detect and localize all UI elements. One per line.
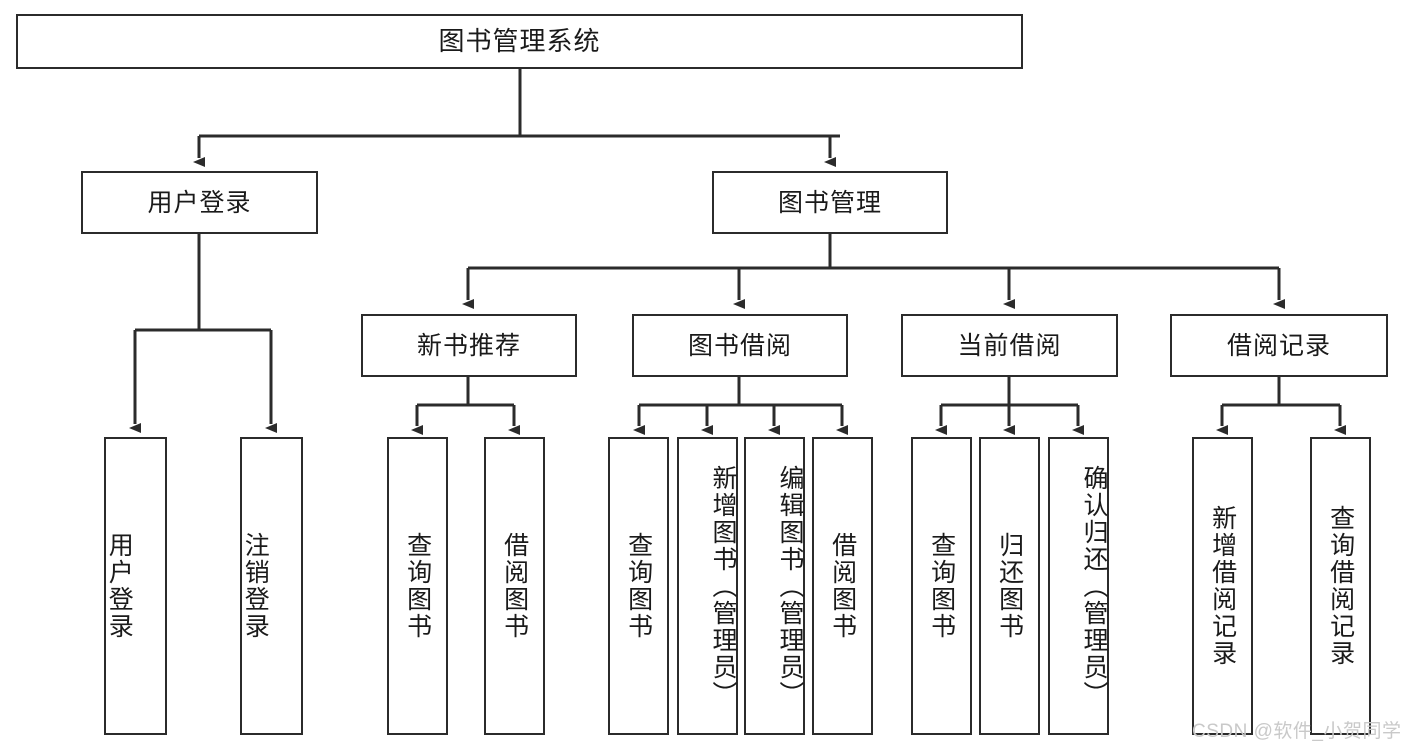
node-current-borrow[interactable]: 当前借阅: [901, 314, 1118, 377]
leaf-confirm-return[interactable]: 确认归还（管理员）: [1048, 437, 1109, 735]
node-borrow-record[interactable]: 借阅记录: [1170, 314, 1388, 377]
leaf-borrow-book-recommend[interactable]: 借阅图书: [484, 437, 545, 735]
leaf-user-login[interactable]: 用户登录: [104, 437, 167, 735]
node-root[interactable]: 图书管理系统: [16, 14, 1023, 69]
node-book-borrow[interactable]: 图书借阅: [632, 314, 848, 377]
leaf-logout-login[interactable]: 注销登录: [240, 437, 303, 735]
leaf-label: 查询图书: [927, 532, 956, 640]
node-book-management[interactable]: 图书管理: [712, 171, 948, 234]
leaf-borrow-book[interactable]: 借阅图书: [812, 437, 873, 735]
leaf-label: 归还图书: [995, 532, 1024, 640]
leaf-query-book-recommend[interactable]: 查询图书: [387, 437, 448, 735]
leaf-label: 注销登录: [241, 532, 270, 640]
leaf-label: 编辑图书（管理员）: [776, 464, 804, 708]
leaf-label: 新增借阅记录: [1208, 505, 1237, 667]
leaf-edit-book[interactable]: 编辑图书（管理员）: [744, 437, 805, 735]
leaf-label: 借阅图书: [828, 532, 857, 640]
leaf-label: 借阅图书: [500, 532, 529, 640]
leaf-label: 查询借阅记录: [1326, 505, 1355, 667]
leaf-return-book[interactable]: 归还图书: [979, 437, 1040, 735]
node-new-book-recommend[interactable]: 新书推荐: [361, 314, 577, 377]
leaf-label: 确认归还（管理员）: [1080, 464, 1108, 708]
leaf-query-book-borrow[interactable]: 查询图书: [608, 437, 669, 735]
node-user-login[interactable]: 用户登录: [81, 171, 318, 234]
leaf-label: 用户登录: [105, 532, 134, 640]
leaf-add-book[interactable]: 新增图书（管理员）: [677, 437, 738, 735]
leaf-label: 查询图书: [624, 532, 653, 640]
leaf-query-borrow-record[interactable]: 查询借阅记录: [1310, 437, 1371, 735]
leaf-query-book-current[interactable]: 查询图书: [911, 437, 972, 735]
leaf-label: 查询图书: [403, 532, 432, 640]
leaf-label: 新增图书（管理员）: [709, 464, 737, 708]
leaf-add-borrow-record[interactable]: 新增借阅记录: [1192, 437, 1253, 735]
